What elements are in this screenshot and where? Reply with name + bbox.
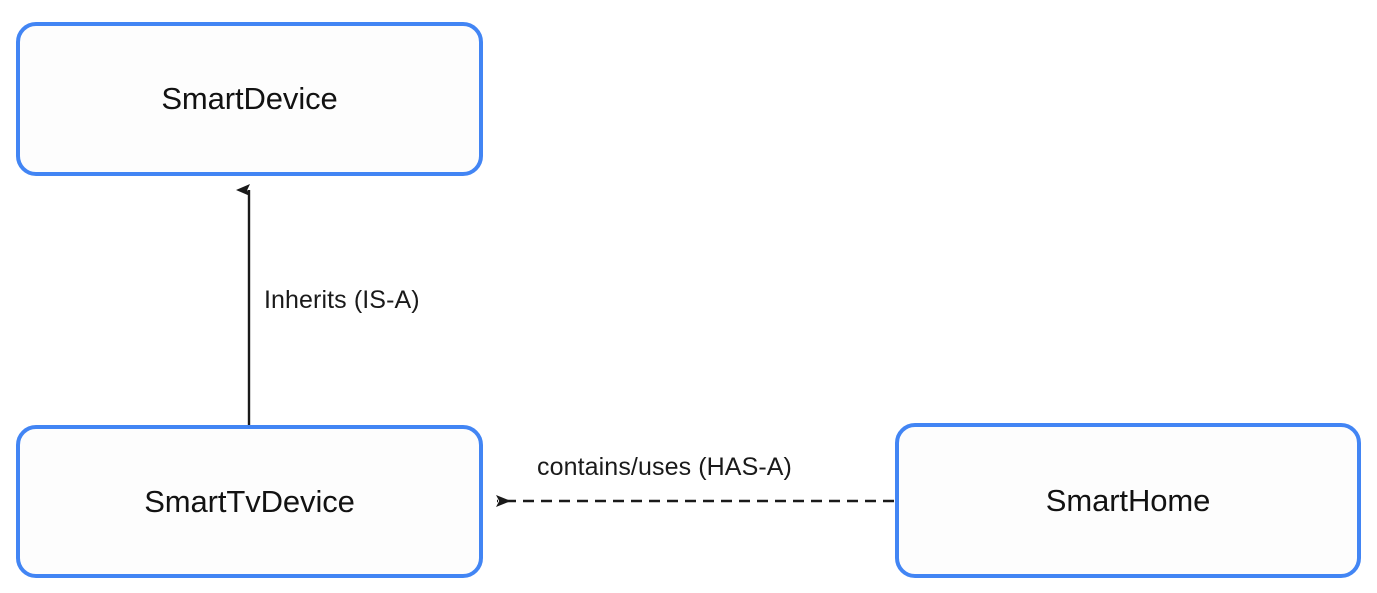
edge-label-inherits: Inherits (IS-A) [264,286,420,314]
edge-label-contains: contains/uses (HAS-A) [537,453,792,481]
class-node-label: SmartHome [1045,482,1211,518]
class-node-smarttvdevice[interactable]: SmartTvDevice [16,425,483,578]
class-node-smarthome[interactable]: SmartHome [895,423,1361,578]
class-node-label: SmartDevice [161,81,338,116]
class-node-label: SmartTvDevice [144,483,355,519]
class-node-smartdevice[interactable]: SmartDevice [16,22,483,176]
